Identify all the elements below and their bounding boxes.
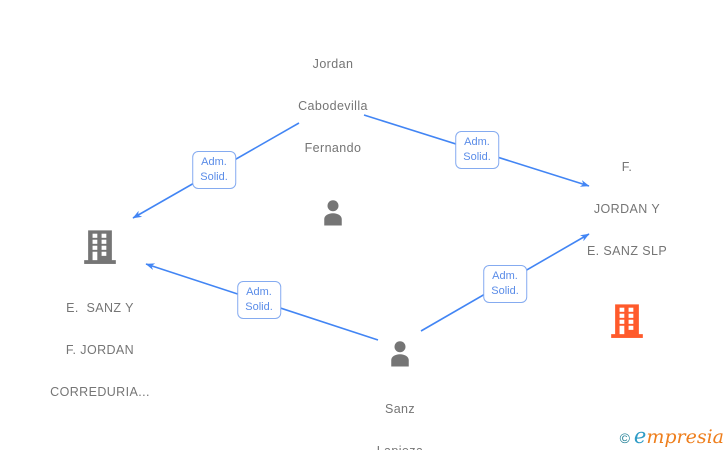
edge-label-adm-solid: Adm. Solid. <box>192 151 236 189</box>
edge-label-line: Solid. <box>463 151 491 163</box>
building-icon-orange <box>608 302 646 340</box>
node-sanz-lapieza-enrique[interactable]: Sanz Lapieza Enrique <box>330 339 470 450</box>
building-icon-gray <box>81 227 119 267</box>
node-label: Sanz Lapieza Enrique <box>377 402 423 450</box>
node-label: F. JORDAN Y E. SANZ SLP <box>586 160 668 258</box>
edge-label-line: Adm. <box>201 156 227 168</box>
edge-label-line: Solid. <box>491 285 519 297</box>
edge-label-line: Adm. <box>246 286 272 298</box>
copyright-icon: © <box>619 430 630 446</box>
person-icon <box>385 339 415 369</box>
edge-label-line: Solid. <box>200 171 228 183</box>
brand-name: empresia <box>633 424 724 448</box>
node-label: Jordan Cabodevilla Fernando <box>298 57 368 155</box>
edge-label-adm-solid: Adm. Solid. <box>237 281 281 319</box>
person-icon <box>318 198 348 228</box>
edge-label-line: Adm. <box>464 136 490 148</box>
edge-label-adm-solid: Adm. Solid. <box>483 265 527 303</box>
node-e-sanz-y-f-jordan-correduria[interactable]: E. SANZ Y F. JORDAN CORREDURIA... <box>20 227 180 427</box>
node-jordan-cabodevilla-fernando[interactable]: Jordan Cabodevilla Fernando <box>263 29 403 228</box>
edge-label-adm-solid: Adm. Solid. <box>455 131 499 169</box>
node-label: E. SANZ Y F. JORDAN CORREDURIA... <box>50 301 150 399</box>
node-f-jordan-y-e-sanz-slp[interactable]: F. JORDAN Y E. SANZ SLP <box>552 132 702 340</box>
edge-label-line: Adm. <box>492 270 518 282</box>
edge-label-line: Solid. <box>245 301 273 313</box>
empresia-logo[interactable]: © empresia <box>619 424 724 448</box>
